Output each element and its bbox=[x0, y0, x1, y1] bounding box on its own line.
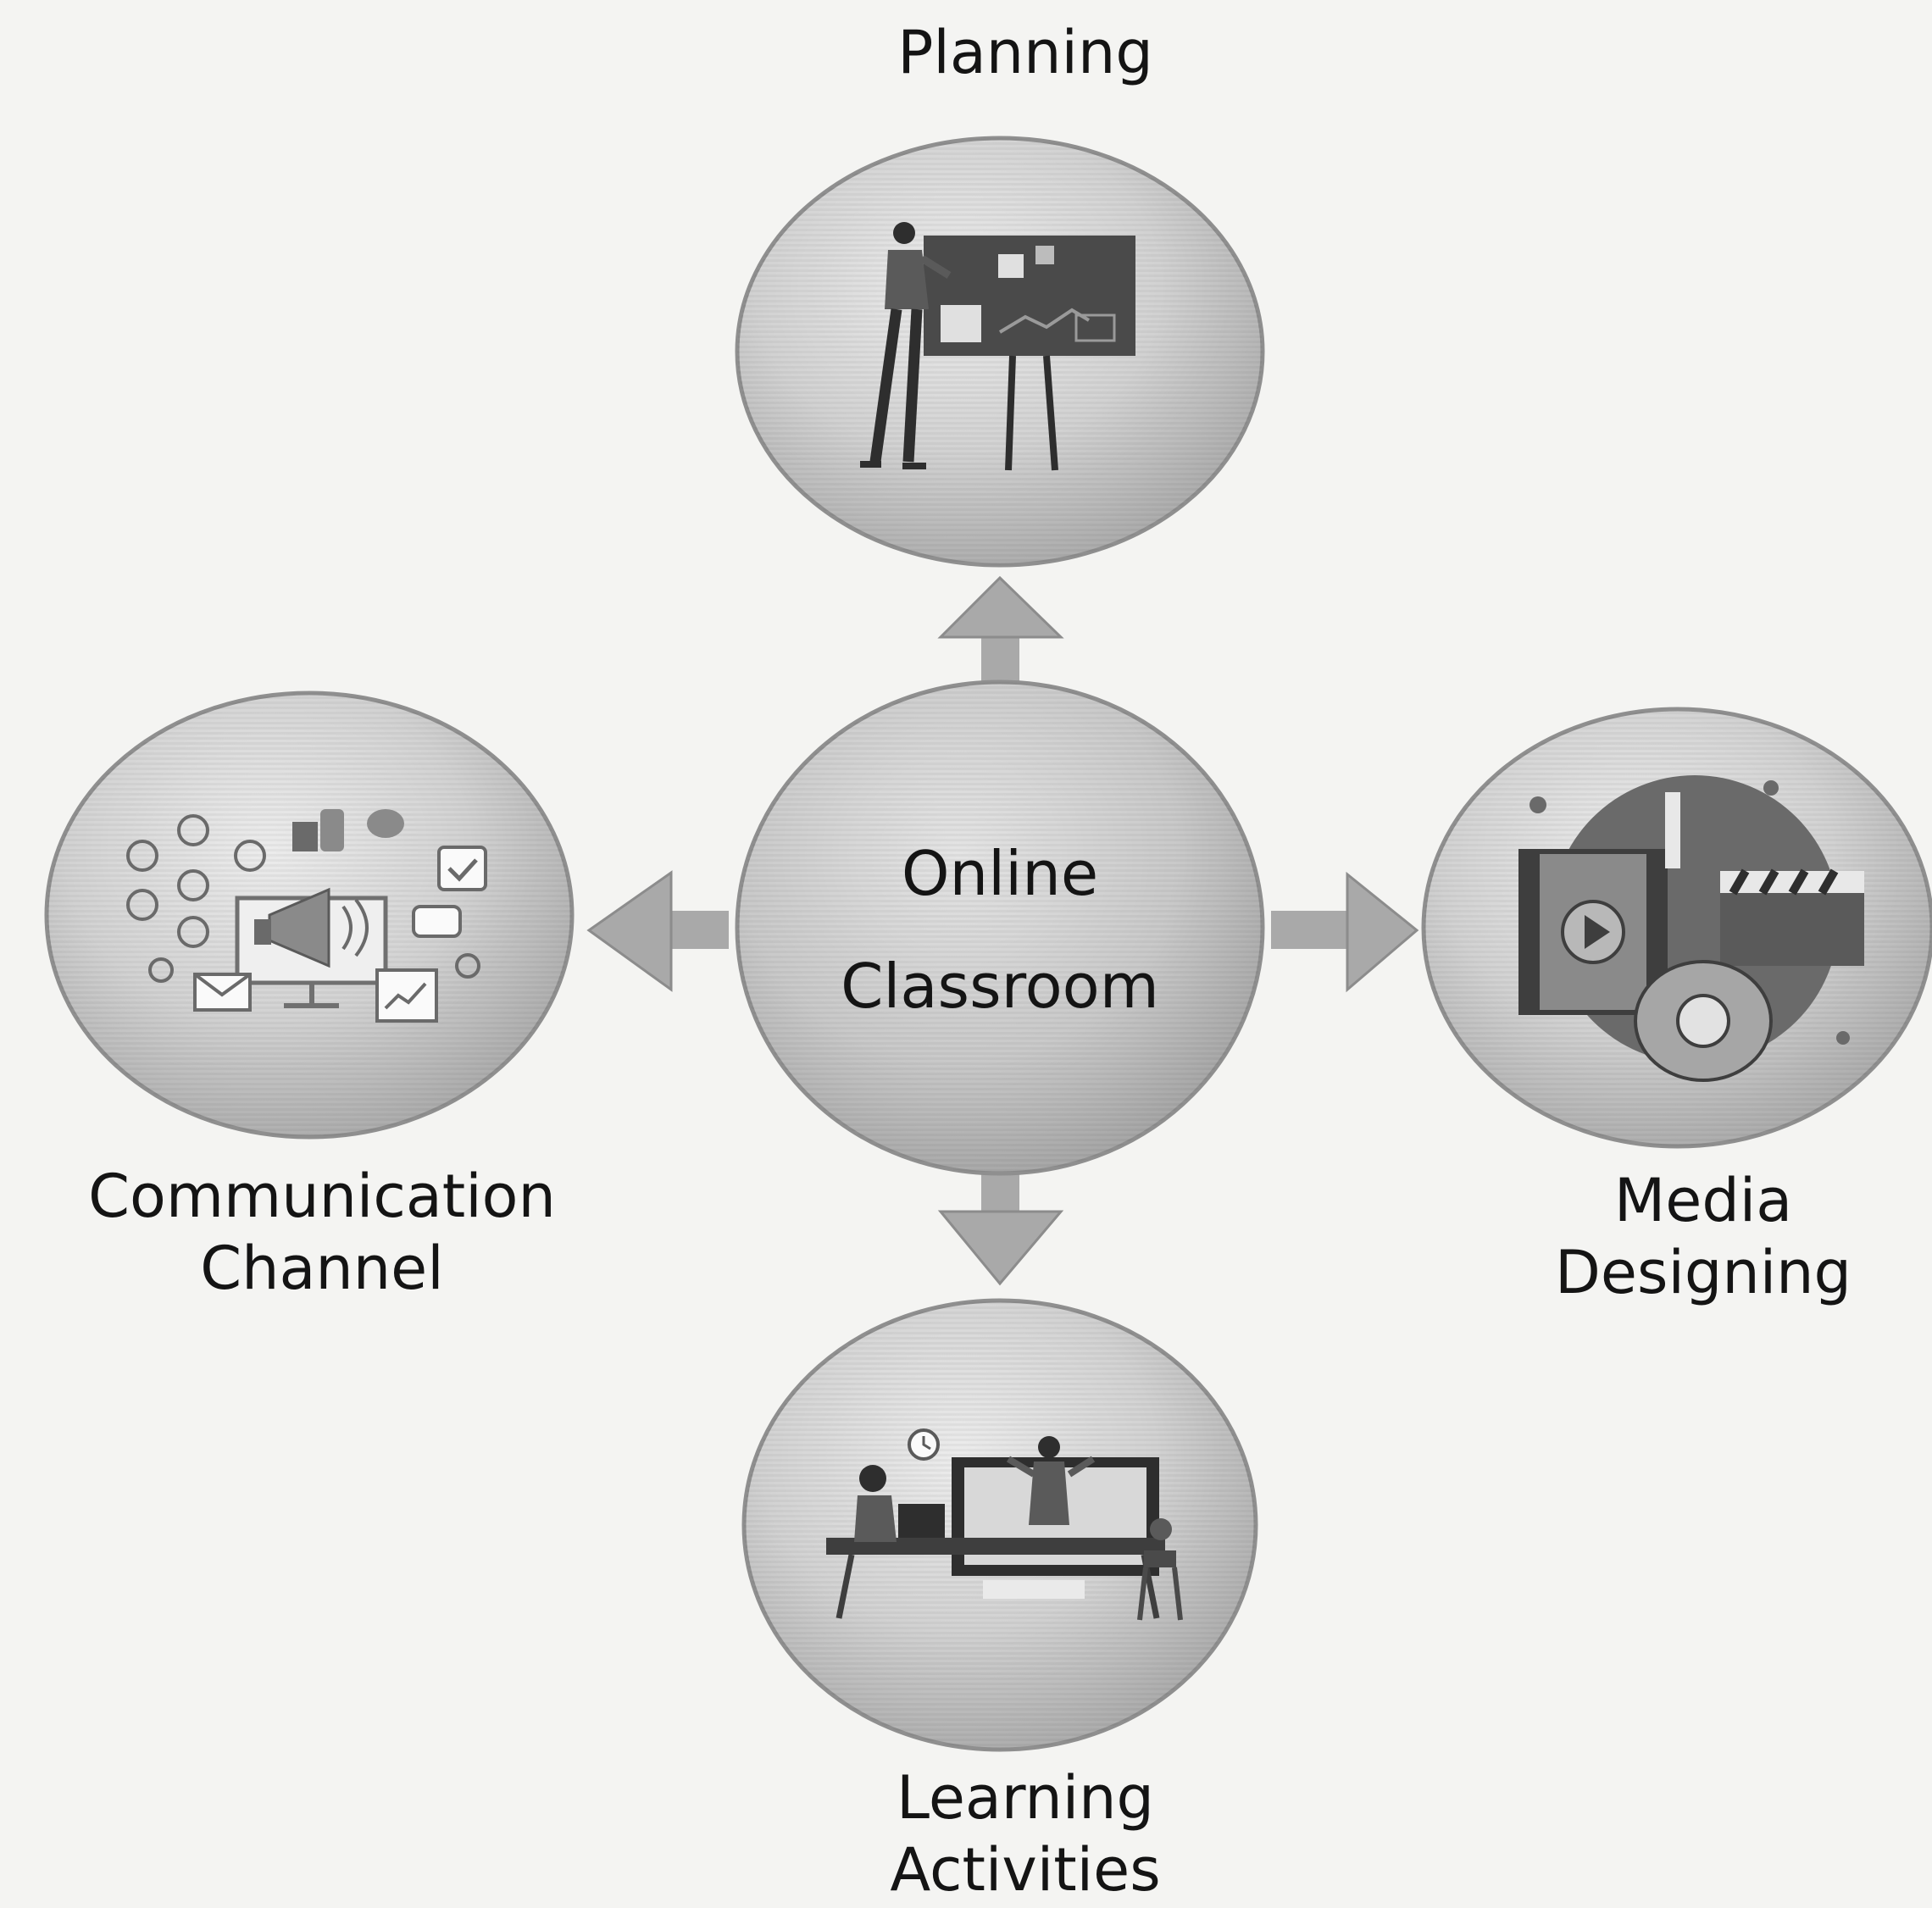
planning-bubble bbox=[735, 136, 1265, 568]
megaphone-social-network-icon bbox=[126, 809, 487, 1023]
center-label: Online Classroom bbox=[746, 818, 1254, 1043]
film-clapper-camera-icon bbox=[1518, 775, 1864, 1082]
learning-bubble bbox=[741, 1298, 1258, 1752]
communication-label-line1: Communication bbox=[88, 1162, 556, 1231]
learning-label: Learning Activities bbox=[771, 1762, 1280, 1907]
planning-label-line1: Planning bbox=[897, 18, 1153, 87]
media-bubble bbox=[1421, 707, 1932, 1149]
center-bubble bbox=[735, 679, 1265, 1176]
media-label-line2: Designing bbox=[1555, 1238, 1852, 1308]
presenter-at-board-icon bbox=[860, 222, 1135, 471]
arrow-left bbox=[586, 870, 729, 992]
center-label-line1: Online bbox=[901, 838, 1099, 909]
communication-label-line2: Channel bbox=[200, 1234, 444, 1304]
communication-bubble bbox=[44, 691, 575, 1140]
video-lesson-desk-icon bbox=[826, 1428, 1183, 1621]
arrow-right bbox=[1271, 871, 1419, 993]
media-label: Media Designing bbox=[1407, 1165, 1932, 1310]
media-label-line1: Media bbox=[1613, 1166, 1793, 1235]
center-label-line2: Classroom bbox=[841, 951, 1159, 1023]
planning-label: Planning bbox=[771, 17, 1280, 89]
learning-label-line2: Activities bbox=[890, 1835, 1161, 1905]
learning-label-line1: Learning bbox=[897, 1763, 1154, 1833]
communication-label: Communication Channel bbox=[0, 1161, 644, 1306]
